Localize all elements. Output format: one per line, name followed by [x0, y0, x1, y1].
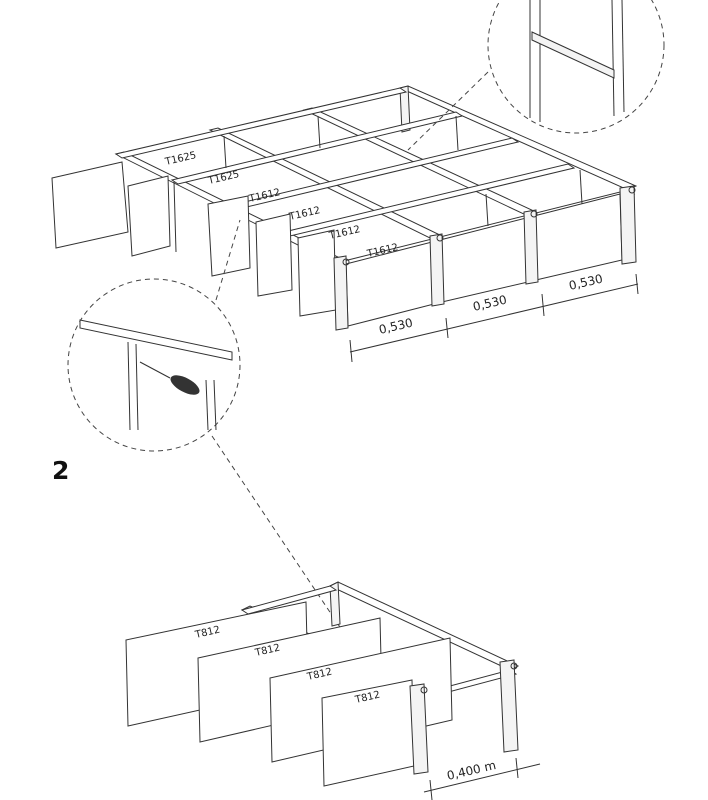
divider-1 [173, 181, 177, 253]
long-rail-1 [114, 87, 408, 159]
panel-label: T1612 [287, 205, 321, 223]
back-post [329, 581, 341, 627]
front-panel-2 [439, 217, 529, 303]
screwdriver-icon [170, 375, 200, 395]
detail-post [127, 341, 131, 431]
inner-panel-1 [127, 175, 171, 257]
detail-post-right [611, 0, 615, 117]
callout-circle [487, 0, 665, 134]
post-cap-1 [342, 258, 350, 266]
post-cap-2 [436, 234, 444, 242]
inner-panel-2 [207, 195, 251, 277]
divider-3 [317, 115, 321, 149]
callout-leader [215, 219, 241, 301]
divider-4 [455, 115, 459, 151]
post-4 [619, 185, 637, 265]
detail-post-3 [205, 379, 209, 431]
detail-post-2 [135, 343, 139, 431]
callout-leader [407, 71, 489, 151]
dimension-label: 0,530 [472, 293, 509, 314]
post-3 [523, 209, 539, 285]
bracket-icon [531, 31, 615, 79]
detail-rail [79, 319, 233, 361]
divider-5 [485, 193, 489, 227]
back-rail [398, 85, 638, 191]
step-number: 2 [52, 456, 70, 485]
dimension-label: 0,530 [568, 272, 605, 293]
post-1 [409, 683, 429, 775]
divider-2 [223, 135, 227, 169]
top-assembly: T1625 T1625 T1612 T1612 T1612 T1612 0,53… [51, 85, 639, 363]
loose-panel [51, 161, 129, 249]
inner-panel-4 [297, 229, 337, 317]
callout-circle [67, 278, 241, 452]
post-2 [499, 659, 519, 753]
panel-label: T1612 [327, 224, 361, 242]
post-cap-3 [530, 210, 538, 218]
bottom-assembly: T812 T812 T812 T812 0,400 m [125, 581, 541, 800]
detail-post-right-2 [621, 0, 625, 113]
back-post [399, 85, 411, 133]
post-2 [429, 233, 445, 307]
detail-callout-left [67, 219, 363, 661]
post-cap-1 [420, 686, 428, 694]
dimension-label: 0,530 [378, 316, 415, 337]
inner-panel-3 [255, 213, 293, 297]
dimension-label: 0,400 m [446, 758, 498, 783]
detail-callout-top-right [407, 0, 665, 151]
post-cap-2 [510, 662, 518, 670]
post-1 [333, 255, 349, 331]
front-panel-3 [533, 193, 623, 281]
dimension-line: 0,400 m [423, 757, 541, 800]
screw-icon [139, 361, 171, 379]
detail-post-4 [213, 379, 217, 431]
long-rail-2 [170, 111, 464, 185]
post-cap-4 [628, 186, 636, 194]
divider-6 [579, 169, 583, 205]
long-rail-1 [240, 585, 338, 615]
panel-label: T1625 [163, 150, 197, 168]
